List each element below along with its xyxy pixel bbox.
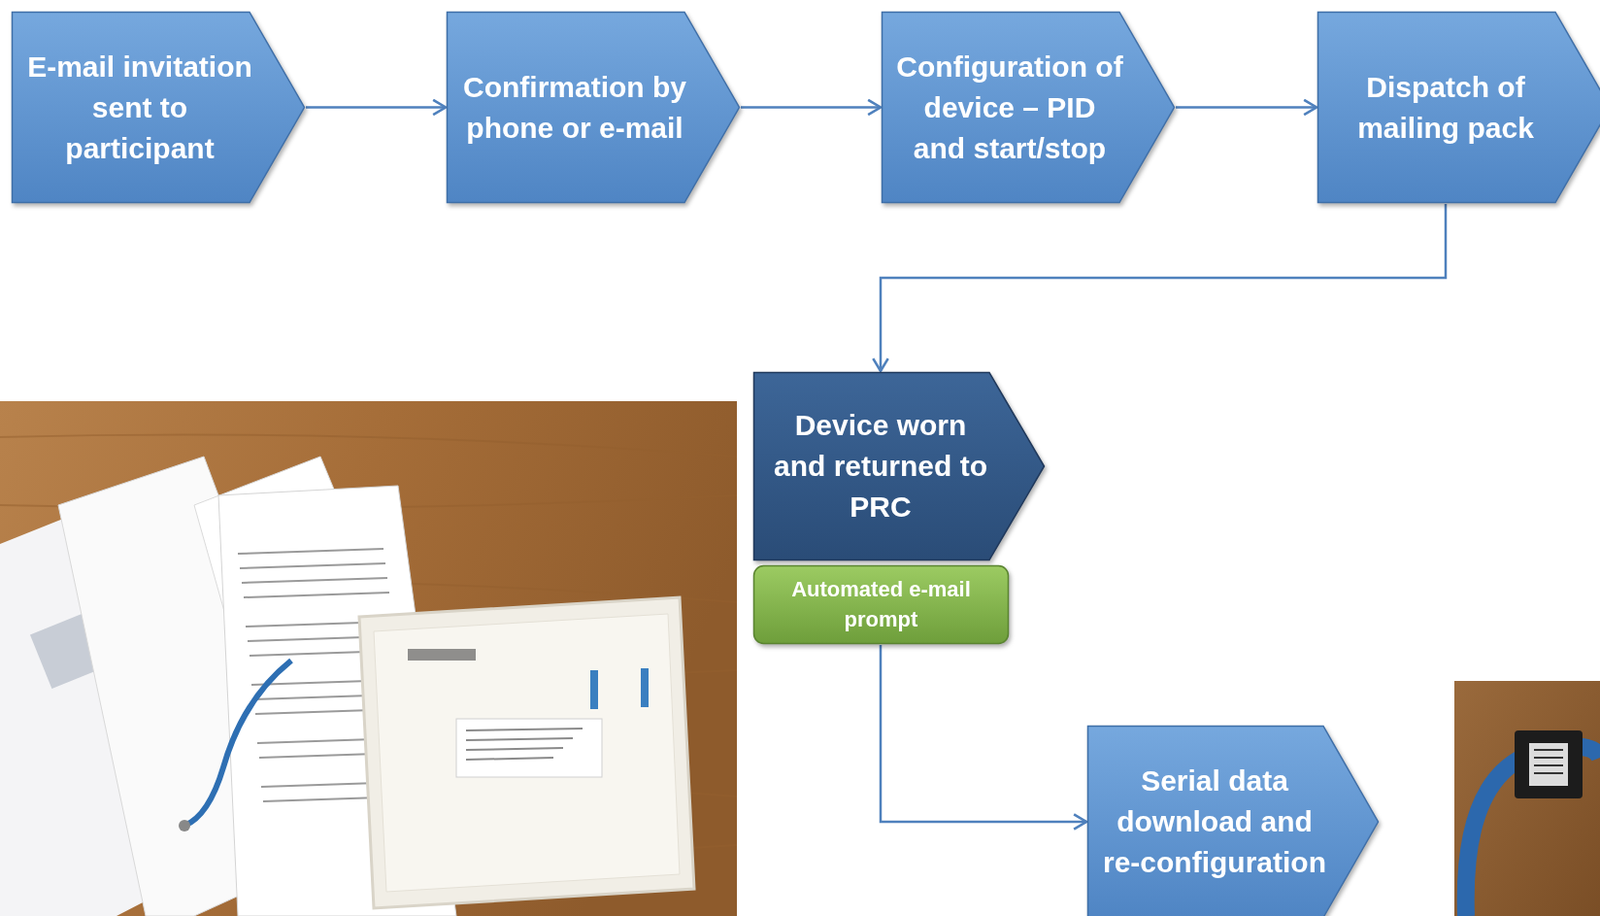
node-label: E-mail invitation sent to participant	[26, 46, 254, 169]
flow-connector	[305, 105, 446, 109]
node-outline	[447, 12, 740, 203]
prompt-box: Automated e-mail prompt	[752, 564, 1010, 645]
node-label: Device worn and returned to PRC	[767, 404, 994, 528]
node-shape	[752, 564, 1010, 645]
process-chevron: Confirmation by phone or e-mail	[445, 10, 741, 204]
process-chevron: Dispatch of mailing pack	[1316, 10, 1600, 204]
node-outline	[12, 12, 305, 203]
node-outline	[882, 12, 1175, 203]
flow-connector	[880, 203, 1446, 371]
process-chevron: E-mail invitation sent to participant	[10, 10, 306, 204]
mailing-pack-photo	[0, 400, 737, 916]
node-shape	[445, 10, 741, 204]
flow-connector	[740, 105, 881, 109]
node-label: Configuration of device – PID and start/…	[896, 46, 1124, 169]
process-chevron: Serial data download and re-configuratio…	[1086, 724, 1380, 916]
flow-connector	[880, 644, 1087, 822]
wrist-device-photo	[1454, 680, 1600, 916]
node-outline	[754, 566, 1009, 644]
flow-connector	[1175, 105, 1317, 109]
process-chevron: Configuration of device – PID and start/…	[880, 10, 1176, 204]
node-outline	[754, 372, 1045, 561]
node-label: Dispatch of mailing pack	[1332, 66, 1560, 149]
node-outline	[1318, 12, 1600, 203]
node-label: Serial data download and re-configuratio…	[1101, 760, 1328, 883]
node-outline	[1088, 726, 1379, 916]
node-label: Confirmation by phone or e-mail	[461, 66, 689, 149]
process-chevron: Device worn and returned to PRC	[752, 370, 1046, 562]
node-shape	[1316, 10, 1600, 204]
node-label: Automated e-mail prompt	[764, 574, 999, 635]
